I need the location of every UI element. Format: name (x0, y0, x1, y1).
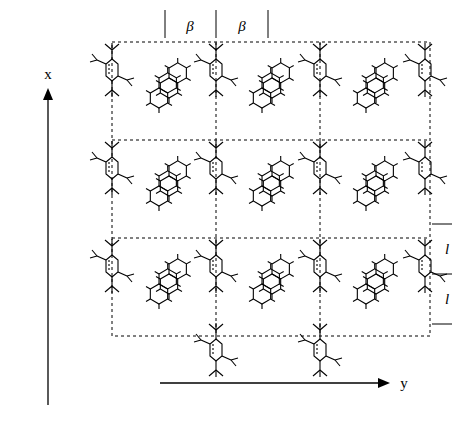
axis-label: y (400, 376, 408, 391)
layer-label: l (445, 242, 449, 257)
layer-label: l (445, 292, 449, 307)
axis-marker: β (186, 19, 193, 34)
axis-label: x (44, 67, 52, 82)
axis-marker: β (238, 19, 245, 34)
